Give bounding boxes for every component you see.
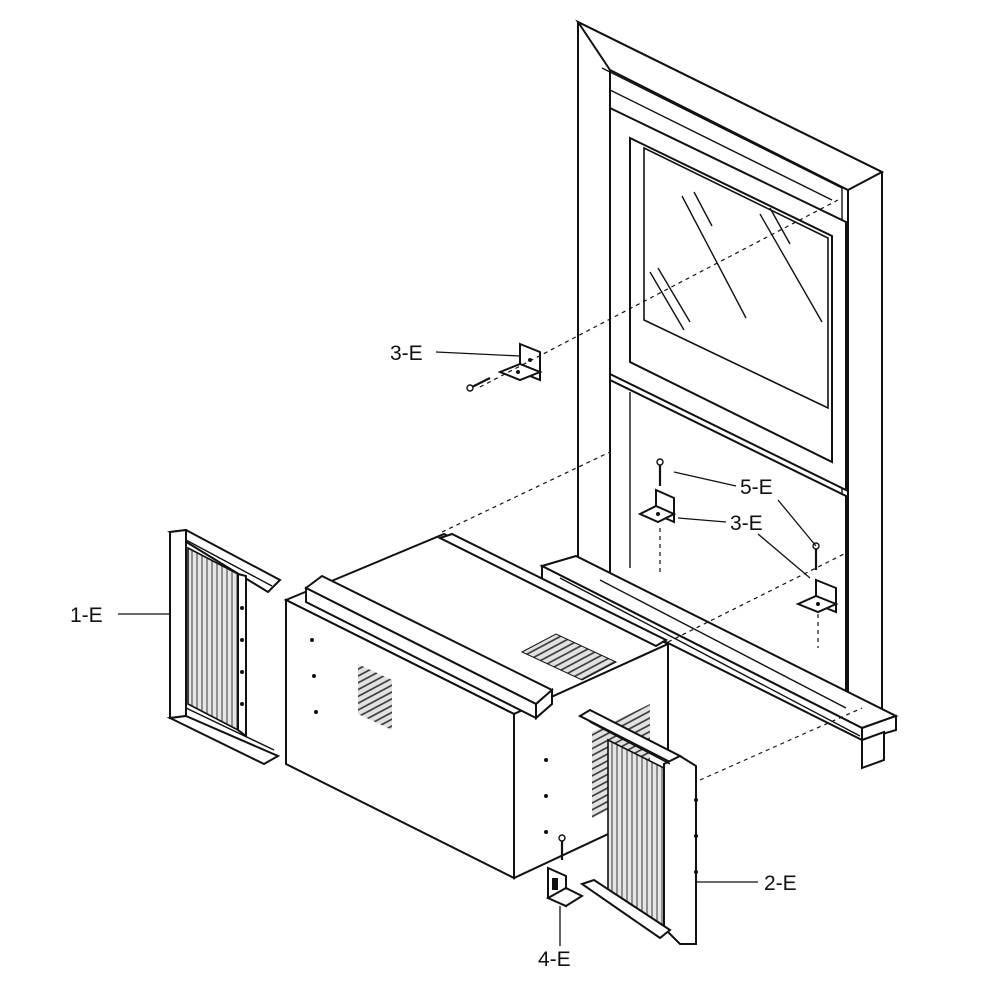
callout-3e-lower: 3-E	[730, 512, 763, 535]
upper-bracket	[497, 342, 543, 382]
callout-4e: 4-E	[538, 948, 571, 971]
sill-bracket-left	[637, 488, 677, 524]
left-side-curtain	[166, 528, 282, 766]
screw-icon	[558, 834, 566, 860]
callout-2e: 2-E	[764, 872, 797, 895]
alignment-guides	[441, 199, 863, 781]
lower-bracket	[545, 866, 585, 908]
callout-leaders	[118, 351, 817, 946]
callout-5e: 5-E	[740, 476, 773, 499]
screw-icon	[466, 377, 491, 392]
right-side-curtain	[577, 708, 698, 945]
window-sill	[539, 554, 899, 770]
callout-3e-upper: 3-E	[390, 342, 423, 365]
top-rail	[304, 574, 554, 721]
sill-bracket-right	[795, 578, 839, 614]
callout-1e: 1-E	[70, 604, 103, 627]
